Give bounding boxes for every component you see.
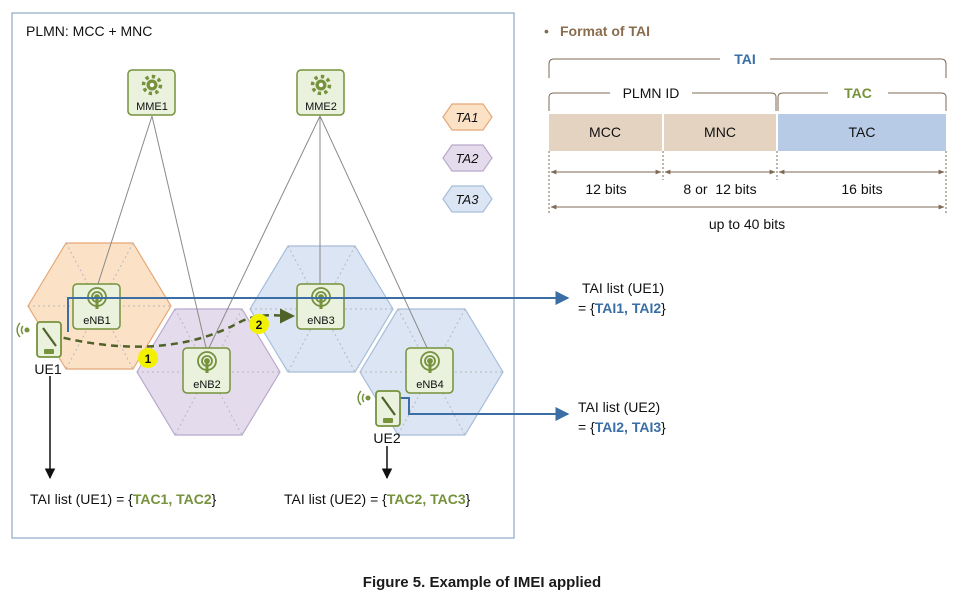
ta-legend: TA1 TA2 TA3 xyxy=(442,103,493,213)
tac-field xyxy=(778,114,946,151)
ue2-tac-list: TAI list (UE2) = {TAC2, TAC3} xyxy=(284,491,471,507)
format-title: Format of TAI xyxy=(560,23,650,39)
step-2-label: 2 xyxy=(256,318,263,332)
gear-icon xyxy=(141,74,163,96)
tac-group-label: TAC xyxy=(844,85,872,101)
ta3-legend-label: TA3 xyxy=(456,192,480,207)
tac-size-label: 16 bits xyxy=(841,181,882,197)
mcc-size-label: 12 bits xyxy=(585,181,626,197)
ta2-legend-label: TA2 xyxy=(456,151,480,166)
step-2-marker: 2 xyxy=(249,314,269,334)
mme1-label: MME1 xyxy=(136,101,168,113)
mnc-size-label: 8 or 12 bits xyxy=(683,181,756,197)
ta1-legend-label: TA1 xyxy=(456,110,479,125)
mcc-field xyxy=(549,114,662,151)
ue2-label: UE2 xyxy=(373,430,400,446)
ta1-legend-badge xyxy=(442,103,493,131)
tai-format: • Format of TAI TAI PLMN ID TAC MCC MNC … xyxy=(544,23,947,232)
signal-icon xyxy=(16,322,30,338)
tac-label: TAC xyxy=(849,124,876,140)
ue1-tai-list-title: TAI list (UE1) xyxy=(582,280,664,296)
tac-group-brace xyxy=(777,92,947,111)
enb2-node: eNB2 xyxy=(182,347,231,394)
field-guides xyxy=(548,151,947,214)
tai-brace xyxy=(548,58,947,78)
mme2-node: MME2 xyxy=(296,69,345,116)
enb4-label: eNB4 xyxy=(416,379,444,391)
ue1-tac-list: TAI list (UE1) = {TAC1, TAC2} xyxy=(30,491,217,507)
phone-icon xyxy=(375,390,401,427)
antenna-icon xyxy=(420,351,440,373)
ue1-device: UE1 xyxy=(16,321,62,377)
ue2-tai-list: TAI list (UE2) = {TAI2, TAI3} xyxy=(578,399,666,435)
mnc-field xyxy=(664,114,776,151)
antenna-icon xyxy=(197,351,217,373)
mme2-label: MME2 xyxy=(305,101,337,113)
gear-icon xyxy=(310,74,332,96)
ue2-device: UE2 xyxy=(357,390,401,446)
ue2-tai-list-value: = {TAI2, TAI3} xyxy=(578,419,666,435)
figure-caption: Figure 5. Example of IMEI applied xyxy=(362,574,602,591)
format-bullet: • xyxy=(544,23,549,39)
mcc-label: MCC xyxy=(589,124,621,140)
step-1-label: 1 xyxy=(145,352,152,366)
enb3-node: eNB3 xyxy=(296,283,345,330)
tai-label: TAI xyxy=(734,51,756,67)
enb1-node: eNB1 xyxy=(72,283,121,330)
ue1-tai-arrow xyxy=(67,291,570,332)
ue1-tai-list: TAI list (UE1) = {TAI1, TAI2} xyxy=(578,280,666,316)
ue1-label: UE1 xyxy=(34,361,61,377)
plmn-label: PLMN: MCC + MNC xyxy=(26,23,152,39)
mnc-label: MNC xyxy=(704,124,736,140)
ue1-movement-path xyxy=(51,308,295,348)
plmn-id-label: PLMN ID xyxy=(623,85,680,101)
ue2-tai-list-title: TAI list (UE2) xyxy=(578,399,660,415)
enb1-label: eNB1 xyxy=(83,315,111,327)
ta3-legend-badge xyxy=(442,185,493,213)
mme1-node: MME1 xyxy=(127,69,176,116)
ue1-tai-list-value: = {TAI1, TAI2} xyxy=(578,300,666,316)
ta2-legend-badge xyxy=(442,144,493,172)
phone-icon xyxy=(36,321,62,358)
total-size-label: up to 40 bits xyxy=(709,216,785,232)
step-1-marker: 1 xyxy=(138,348,158,368)
enb3-label: eNB3 xyxy=(307,315,335,327)
ue2-tai-arrow xyxy=(401,397,570,421)
signal-icon xyxy=(357,390,371,406)
plmn-id-brace xyxy=(548,92,777,111)
enb2-label: eNB2 xyxy=(193,379,221,391)
s1-links xyxy=(96,115,430,353)
enb4-node: eNB4 xyxy=(405,347,454,394)
